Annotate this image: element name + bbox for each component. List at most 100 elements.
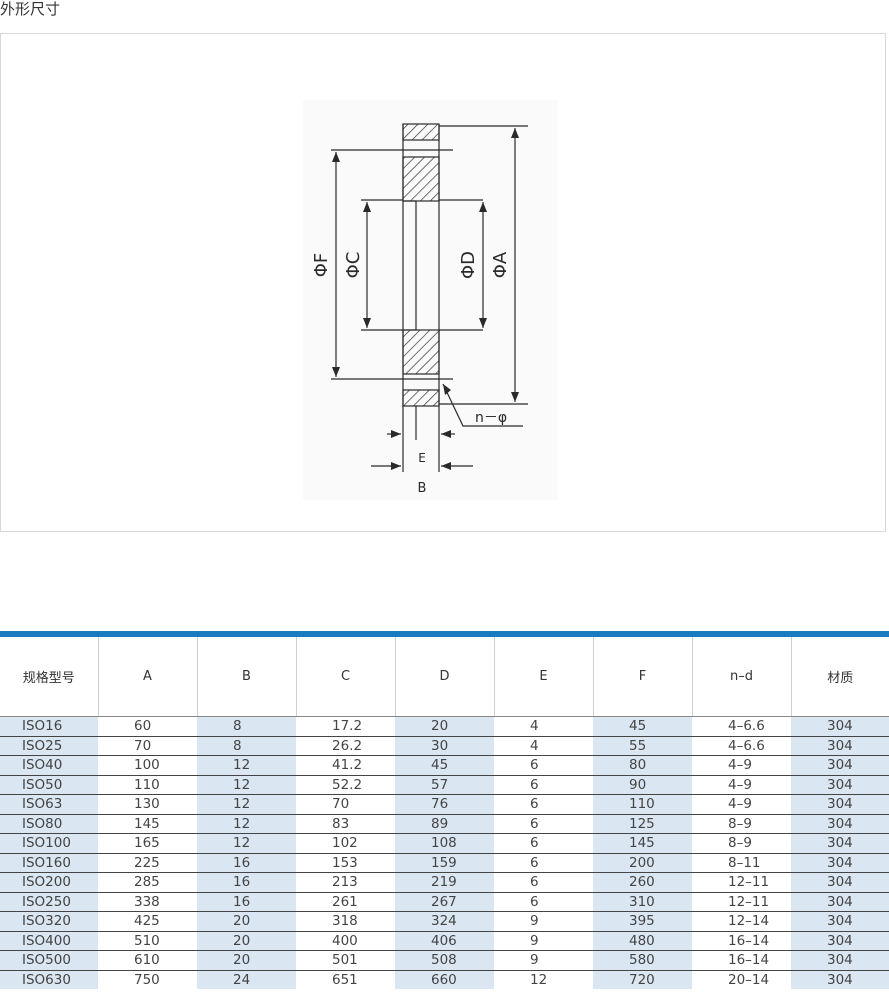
cell-model: ISO250 (0, 892, 98, 912)
cell-E: 6 (494, 755, 593, 776)
cell-C: 261 (296, 892, 395, 912)
cell-C: 41.2 (296, 755, 395, 776)
cell-C: 17.2 (296, 716, 395, 737)
cell-A: 225 (98, 853, 197, 873)
cell-D: 45 (395, 755, 494, 776)
cell-model: ISO320 (0, 911, 98, 932)
cell-material: 304 (791, 872, 889, 893)
cell-material: 304 (791, 931, 889, 951)
cell-D: 660 (395, 970, 494, 989)
cell-material: 304 (791, 794, 889, 815)
cell-F: 45 (593, 716, 692, 737)
cell-A: 70 (98, 736, 197, 756)
flange-bottom-outer-section (402, 389, 440, 407)
header-material: 材质 (791, 637, 889, 717)
cell-C: 213 (296, 872, 395, 893)
cell-B: 12 (197, 755, 296, 776)
cell-D: 30 (395, 736, 494, 756)
cell-material: 304 (791, 892, 889, 912)
header-A: A (98, 637, 198, 717)
cell-F: 480 (593, 931, 692, 951)
cell-B: 16 (197, 892, 296, 912)
cell-C: 70 (296, 794, 395, 815)
header-C: C (296, 637, 396, 717)
cell-F: 200 (593, 853, 692, 873)
cell-material: 304 (791, 775, 889, 795)
label-B: B (418, 481, 427, 496)
cell-model: ISO100 (0, 833, 98, 854)
cell-model: ISO80 (0, 814, 98, 834)
header-B: B (197, 637, 297, 717)
cell-C: 52.2 (296, 775, 395, 795)
cell-model: ISO25 (0, 736, 98, 756)
cell-D: 76 (395, 794, 494, 815)
cell-model: ISO630 (0, 970, 98, 989)
header-D: D (395, 637, 495, 717)
cell-B: 8 (197, 736, 296, 756)
cell-C: 83 (296, 814, 395, 834)
cell-E: 9 (494, 931, 593, 951)
cell-C: 400 (296, 931, 395, 951)
cell-F: 260 (593, 872, 692, 893)
cell-A: 145 (98, 814, 197, 834)
cell-E: 6 (494, 833, 593, 854)
cell-C: 318 (296, 911, 395, 932)
cell-material: 304 (791, 911, 889, 932)
cell-B: 12 (197, 814, 296, 834)
flange-top-outer-section (402, 123, 440, 141)
cell-F: 110 (593, 794, 692, 815)
cell-model: ISO16 (0, 716, 98, 737)
cell-A: 110 (98, 775, 197, 795)
cell-n-d: 8–11 (692, 853, 791, 873)
section-title: 外形尺寸 (0, 0, 61, 18)
flange-top-section (402, 156, 440, 202)
cell-n-d: 16–14 (692, 950, 791, 971)
cell-A: 510 (98, 931, 197, 951)
cell-n-d: 8–9 (692, 833, 791, 854)
cell-n-d: 4–9 (692, 775, 791, 795)
cell-D: 108 (395, 833, 494, 854)
cell-C: 651 (332, 971, 358, 988)
cell-A: 285 (98, 872, 197, 893)
flange-bottom-section (402, 329, 440, 375)
cell-A: 100 (98, 755, 197, 776)
cell-B: 12 (197, 775, 296, 795)
cell-D: 159 (395, 853, 494, 873)
cell-model: ISO400 (0, 931, 98, 951)
cell-F: 145 (593, 833, 692, 854)
cell-n-d: 8–9 (692, 814, 791, 834)
cell-B: 12 (197, 833, 296, 854)
cell-E: 6 (494, 892, 593, 912)
cell-material: 304 (791, 833, 889, 854)
label-phiC: ΦC (343, 252, 364, 279)
label-E: E (418, 451, 426, 465)
cell-model: ISO500 (0, 950, 98, 971)
cell-A: 750 (134, 971, 160, 988)
cell-D: 20 (395, 716, 494, 737)
cell-D: 324 (395, 911, 494, 932)
cell-A: 425 (98, 911, 197, 932)
cell-B: 20 (197, 931, 296, 951)
flange-diagram: ΦF ΦC ΦD ΦA E B n－φ (311, 123, 528, 496)
cell-E: 9 (494, 911, 593, 932)
cell-n-d: 16–14 (692, 931, 791, 951)
cell-D: 267 (395, 892, 494, 912)
cell-B: 16 (197, 853, 296, 873)
cell-B: 20 (197, 950, 296, 971)
cell-A: 60 (98, 716, 197, 737)
cell-B: 8 (197, 716, 296, 737)
cell-B: 20 (197, 911, 296, 932)
cell-B: 16 (197, 872, 296, 893)
cell-material: 304 (791, 736, 889, 756)
table-top-rule (0, 631, 889, 637)
cell-model: ISO200 (0, 872, 98, 893)
cell-n-d: 4–9 (692, 794, 791, 815)
cell-E: 4 (494, 736, 593, 756)
